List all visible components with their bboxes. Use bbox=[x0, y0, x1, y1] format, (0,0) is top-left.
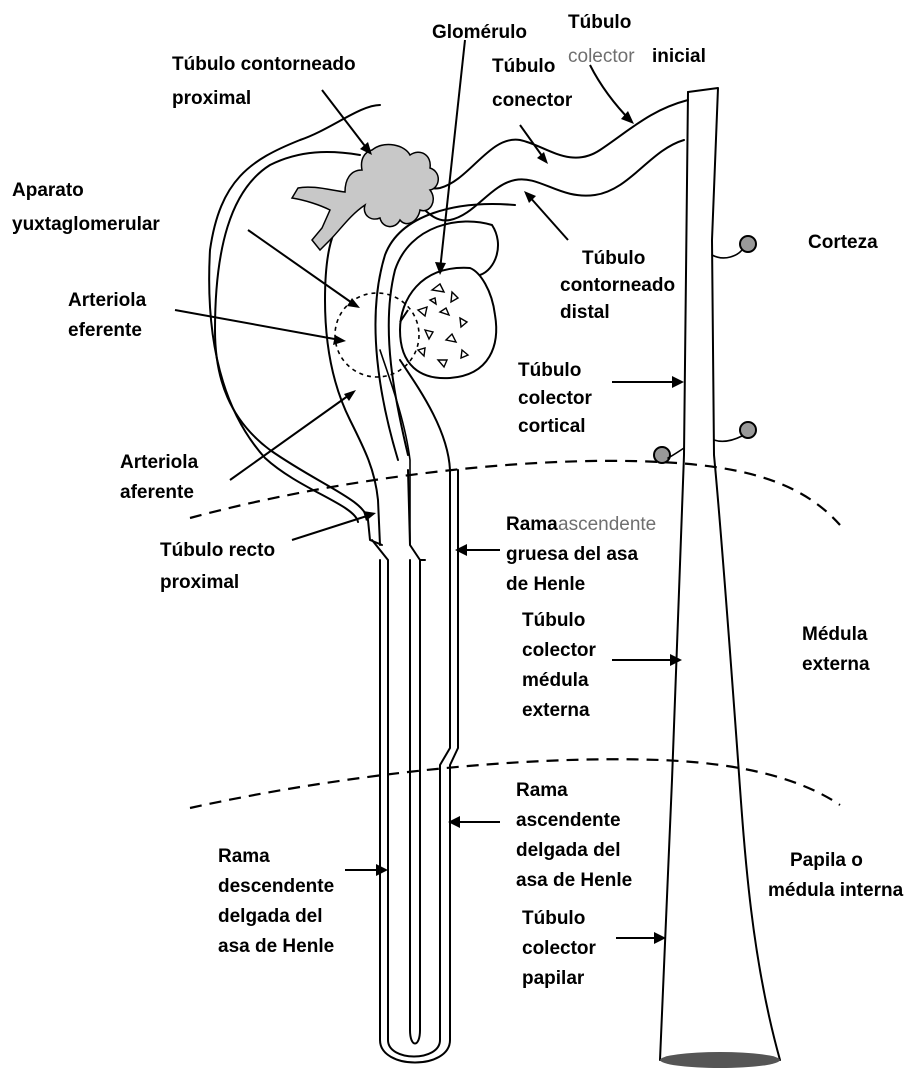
distal-tubule bbox=[375, 204, 515, 460]
label-medula-externa-line2: externa bbox=[802, 654, 870, 675]
label-trp-line1: Túbulo recto bbox=[160, 540, 275, 561]
label-aparato-line2: yuxtaglomerular bbox=[12, 214, 160, 235]
label-rdd-line3: delgada del bbox=[218, 906, 323, 927]
label-tcp-papilar-line1: Túbulo bbox=[522, 908, 585, 929]
label-rag-line1a: Rama bbox=[506, 514, 558, 535]
label-tcme-line3: médula bbox=[522, 670, 589, 691]
label-rad-line1: Rama bbox=[516, 780, 568, 801]
label-eferente-line2: eferente bbox=[68, 320, 142, 341]
collecting-duct bbox=[654, 88, 780, 1068]
label-rdd-line4: asa de Henle bbox=[218, 936, 334, 957]
label-tcc-line2: colector bbox=[518, 388, 593, 409]
loop-of-henle bbox=[372, 350, 458, 1063]
label-papila-line1: Papila o bbox=[790, 850, 863, 871]
label-glomerulo: Glomérulo bbox=[432, 22, 527, 43]
label-tcd-line1: Túbulo bbox=[582, 248, 645, 269]
outer-inner-medulla-boundary bbox=[190, 759, 840, 808]
knob-3 bbox=[654, 447, 670, 463]
label-rag-line2: gruesa del asa bbox=[506, 544, 638, 565]
label-tcp-line1: Túbulo contorneado bbox=[172, 54, 356, 75]
label-tci-line2a: colector bbox=[568, 46, 635, 67]
label-conector-line1: Túbulo bbox=[492, 56, 555, 77]
label-tcc-line1: Túbulo bbox=[518, 360, 581, 381]
label-eferente-line1: Arteriola bbox=[68, 290, 147, 311]
label-tcme-line2: colector bbox=[522, 640, 597, 661]
label-tcme-line1: Túbulo bbox=[522, 610, 585, 631]
label-tcme-line4: externa bbox=[522, 700, 590, 721]
label-aferente-line2: aferente bbox=[120, 482, 194, 503]
label-rdd-line2: descendente bbox=[218, 876, 334, 897]
label-trp-line2: proximal bbox=[160, 572, 239, 593]
label-corteza: Corteza bbox=[808, 232, 878, 253]
label-conector-line2: conector bbox=[492, 90, 573, 111]
label-rdd-line1: Rama bbox=[218, 846, 270, 867]
juxtaglomerular-apparatus-fill bbox=[292, 145, 438, 250]
label-tci-line1: Túbulo bbox=[568, 12, 631, 33]
label-tcp-papilar-line3: papilar bbox=[522, 968, 585, 989]
label-rag-line3: de Henle bbox=[506, 574, 585, 595]
label-tcd-line2: contorneado bbox=[560, 275, 675, 296]
label-tcc-line3: cortical bbox=[518, 416, 586, 437]
label-tcp-line2: proximal bbox=[172, 88, 251, 109]
label-aferente-line1: Arteriola bbox=[120, 452, 199, 473]
label-rad-line3: delgada del bbox=[516, 840, 621, 861]
papillary-opening bbox=[660, 1052, 780, 1068]
label-rad-line2: ascendente bbox=[516, 810, 621, 831]
label-rad-line4: asa de Henle bbox=[516, 870, 632, 891]
label-tcp-papilar-line2: colector bbox=[522, 938, 597, 959]
label-papila-line2: médula interna bbox=[768, 880, 904, 901]
label-rag-line1b: ascendente bbox=[558, 514, 656, 535]
label-medula-externa-line1: Médula bbox=[802, 624, 868, 645]
glomerulus bbox=[335, 268, 496, 378]
label-tci-line2b: inicial bbox=[652, 46, 706, 67]
label-tcd-line3: distal bbox=[560, 302, 610, 323]
label-aparato-line1: Aparato bbox=[12, 180, 84, 201]
